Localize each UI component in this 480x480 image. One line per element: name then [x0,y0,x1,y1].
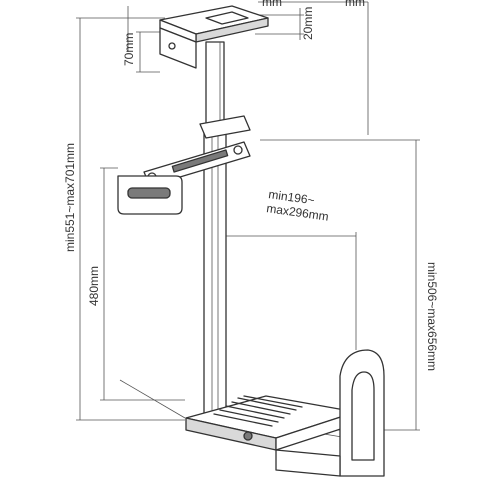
dim-plate-thickness: 20mm [301,7,315,40]
dim-overall-height: min551~max701mm [63,143,77,252]
ceiling-mount [159,5,269,69]
side-strap-slot [127,187,171,199]
upper-arm [117,141,251,215]
dim-holder-height: 480mm [87,266,101,306]
base-tray [185,349,385,477]
dimension-labels: mm mm 70mm 20mm min551~max701mm 480mm mi… [63,0,439,371]
slide-collar [199,115,251,139]
tray-lock-knob [243,431,253,441]
mount-bracket [159,27,197,69]
dim-arm-reach-line2: max296mm [266,201,330,224]
dim-top-partial-b: mm [345,0,365,9]
dim-arm-reach-line1: min196~ [268,187,316,207]
tray-extension [275,449,341,477]
dim-bracket-height: 70mm [122,33,136,66]
mount-bracket-hole [168,42,176,50]
arm-knob-right [233,145,243,155]
mount-plate-hole [205,11,249,25]
arm-slot [171,149,229,173]
dim-top-partial-a: mm [262,0,282,9]
dim-right-height: min506~max656mm [425,262,439,371]
tray-vent-slots [213,395,303,427]
vertical-column [199,41,251,419]
column-lower [203,127,227,419]
tray-upright-cutout [351,371,375,461]
base-ext-line-a [119,379,186,419]
column-upper [205,41,225,129]
